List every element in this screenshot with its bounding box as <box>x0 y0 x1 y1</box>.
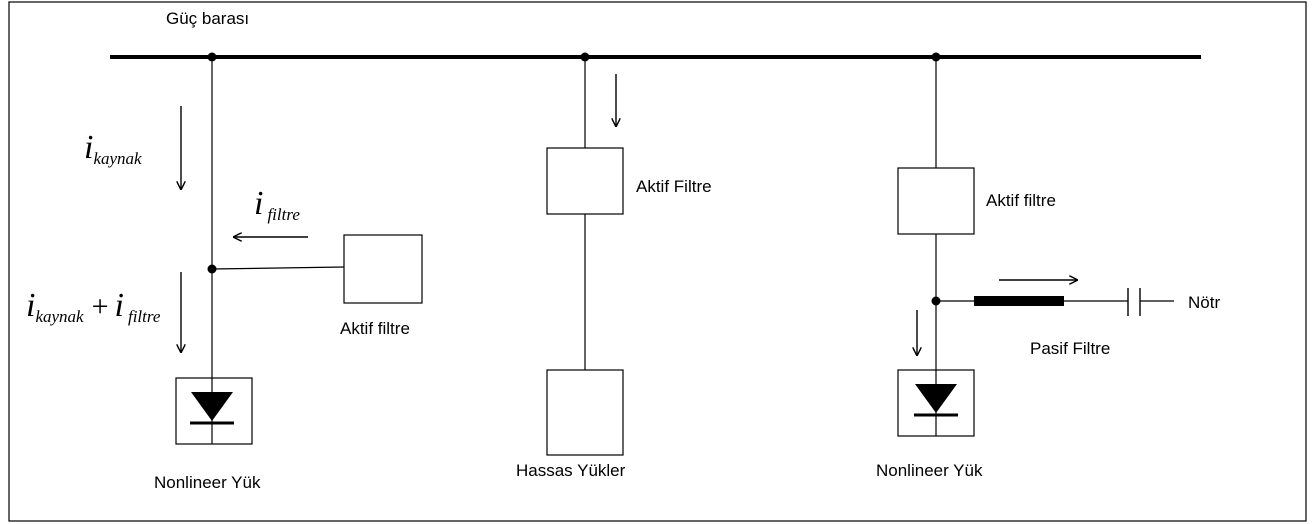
diode-icon-left <box>191 392 233 421</box>
passive-filter-label: Pasif Filtre <box>1030 339 1110 358</box>
sensitive-loads-box <box>546 369 624 456</box>
outer-frame <box>8 1 1307 522</box>
active-filter-box-middle <box>546 147 624 215</box>
diode-icon-right <box>915 384 957 413</box>
active-filter-label-left: Aktif filtre <box>340 319 410 338</box>
sensitive-loads-label: Hassas Yükler <box>516 461 626 480</box>
nonlinear-load-label-left: Nonlineer Yük <box>154 473 261 492</box>
active-filter-label-middle: Aktif Filtre <box>636 177 712 196</box>
active-filter-box-right <box>897 167 975 235</box>
passive-filter-inductor <box>974 296 1064 306</box>
active-filter-box-left <box>343 234 423 304</box>
i-source-label: ikaynak <box>84 129 142 168</box>
active-filter-label-right: Aktif filtre <box>986 191 1056 210</box>
nonlinear-load-label-right: Nonlineer Yük <box>876 461 983 480</box>
power-bus-label: Güç barası <box>166 9 249 28</box>
neutral-label: Nötr <box>1188 293 1220 312</box>
filter-connection-wire <box>211 266 345 270</box>
